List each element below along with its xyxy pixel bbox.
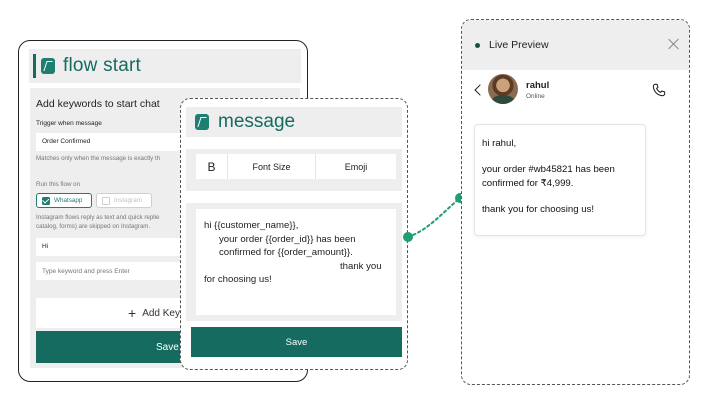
message-preview-bubble: hi rahul, your order #wb45821 has been c… (474, 124, 646, 236)
flow-save-label: Save (156, 341, 179, 353)
message-editor-wrap: hi {{customer_name}}, your order {{order… (186, 203, 402, 321)
emoji-button[interactable]: Emoji (344, 161, 368, 172)
preview-title: Live Preview (489, 39, 549, 51)
message-editor[interactable]: hi {{customer_name}}, your order {{order… (196, 209, 396, 315)
run-on-label: Run this flow on (36, 181, 81, 188)
format-toolbar: B Font Size Emoji (196, 154, 396, 179)
flow-connector (403, 193, 465, 242)
instagram-hint-line: Instagram flows reply as text and quick … (36, 214, 160, 221)
channel-whatsapp-label: Whatsapp (54, 197, 83, 204)
flow-brand-icon (41, 58, 55, 74)
bubble-greeting: hi rahul, (482, 138, 517, 149)
avatar (488, 74, 518, 104)
message-title: message (218, 111, 296, 132)
bold-button[interactable]: B (196, 154, 228, 179)
editor-line: thank you (340, 260, 382, 272)
avatar-shoulders (491, 95, 515, 104)
add-keyword-label: Add Key (142, 307, 180, 319)
flow-start-header: flow start (29, 49, 301, 83)
close-icon[interactable] (667, 37, 681, 51)
instagram-hint-line: catalog, forms) are skipped on Instagram… (36, 223, 151, 230)
preview-header: Live Preview (462, 20, 689, 70)
contact-status: Online (526, 93, 545, 100)
editor-line: your order {{order_id}} has been (219, 233, 356, 245)
format-toolbar-wrap: B Font Size Emoji (186, 149, 402, 191)
bubble-line: confirmed for ₹4,999. (482, 178, 574, 189)
checkbox-checked-icon (42, 196, 50, 205)
header-accent-bar (33, 54, 36, 78)
editor-line: confirmed for {{order_amount}}. (219, 247, 353, 258)
live-preview-card: Live Preview rahul Online hi rahul, your… (461, 19, 690, 385)
editor-line: for choosing us! (204, 274, 272, 285)
connector-start-dot (403, 232, 413, 242)
back-arrow-icon[interactable] (474, 84, 486, 96)
message-save-label: Save (285, 336, 308, 348)
plus-icon: + (128, 305, 137, 321)
connector-line (407, 197, 461, 238)
channel-whatsapp-checkbox[interactable]: Whatsapp (36, 193, 92, 208)
keywords-section-title: Add keywords to start chat (36, 98, 160, 110)
trigger-label: Trigger when message (36, 120, 102, 127)
channel-instagram-label: Instagram (114, 197, 142, 204)
bubble-closing: thank you for choosing us! (482, 204, 594, 215)
instagram-hint: Instagram flows reply as text and quick … (36, 213, 206, 231)
message-card: message B Font Size Emoji hi {{customer_… (180, 98, 408, 370)
channel-instagram-checkbox[interactable]: Instagram (96, 193, 152, 208)
match-hint: Matches only when the message is exactly… (36, 155, 161, 162)
contact-name: rahul (526, 80, 550, 91)
message-header: message (186, 107, 402, 137)
phone-icon[interactable] (651, 82, 667, 98)
font-size-button[interactable]: Font Size (228, 154, 316, 179)
live-dot-icon (475, 42, 480, 48)
message-save-button[interactable]: Save (191, 327, 402, 357)
bubble-line: your order #wb45821 has been (482, 164, 615, 175)
message-brand-icon (195, 114, 209, 130)
flow-start-title: flow start (63, 55, 142, 76)
checkbox-unchecked-icon (102, 196, 110, 205)
editor-line: hi {{customer_name}}, (204, 220, 299, 231)
